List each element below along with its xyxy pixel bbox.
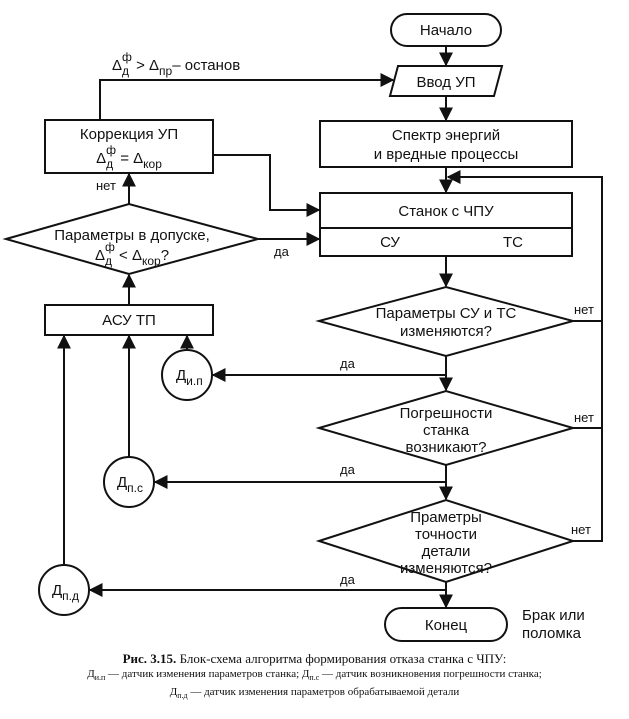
decision-params-label-2: изменяются?	[400, 323, 492, 340]
correction-label: Коррекция УП	[80, 126, 178, 143]
decision-tolerance-label-1: Параметры в допуске,	[54, 227, 210, 244]
edge-label-no-1: нет	[574, 302, 594, 317]
stop-condition-label: Δдф > Δпр– останов	[112, 50, 240, 78]
flow-no-loop-to-machine	[446, 170, 603, 321]
caption-d-ps: Дп.с	[301, 668, 320, 683]
decision-errors-label-1: Погрешности	[400, 405, 493, 422]
end-label: Конец	[425, 617, 468, 634]
caption-d-pd-text: — датчик изменения параметров обрабатыва…	[190, 686, 460, 699]
edge-label-yes-3: да	[340, 572, 356, 587]
caption-d-pd: Дп.д	[169, 686, 188, 701]
decision-errors-label-3: возникают?	[406, 439, 487, 456]
edge-label-no-3: нет	[571, 522, 591, 537]
caption-legend-line-1: Ди.п — датчик изменения параметров станк…	[0, 667, 629, 685]
flow-correction-to-input	[99, 73, 395, 120]
caption-legend-line-2: Дп.д — датчик изменения параметров обраб…	[0, 685, 629, 703]
reject-label-1: Брак или	[522, 607, 585, 624]
edge-label-yes-check: да	[274, 244, 290, 259]
sensor-param-change-label: Ди.п	[176, 367, 203, 388]
spectrum-label-2: и вредные процессы	[374, 146, 519, 163]
decision-accuracy-label-3: детали	[422, 543, 471, 560]
figure-caption: Рис. 3.15. Блок-схема алгоритма формиров…	[0, 650, 629, 703]
decision-accuracy-label-4: изменяются?	[400, 560, 492, 577]
decision-accuracy-label-2: точности	[415, 526, 477, 543]
decision-accuracy-label-1: Праметры	[410, 509, 482, 526]
spectrum-label-1: Спектр энергий	[392, 127, 500, 144]
caption-title: Блок-схема алгоритма формирования отказа…	[179, 651, 507, 666]
edge-label-no-check: нет	[96, 178, 116, 193]
caption-d-ps-text: — датчик возникновения погрешности станк…	[322, 668, 542, 680]
su-label: СУ	[380, 234, 400, 251]
reject-label-2: поломка	[522, 625, 582, 642]
ts-label: ТС	[503, 234, 523, 251]
flow-no-loop-right	[573, 320, 603, 542]
decision-params-label-1: Параметры СУ и ТС	[376, 305, 517, 322]
correction-block	[44, 119, 214, 174]
edge-label-no-2: нет	[574, 410, 594, 425]
caption-title-line: Рис. 3.15. Блок-схема алгоритма формиров…	[0, 650, 629, 667]
start-label: Начало	[420, 22, 472, 39]
sensor-machine-error-label: Дп.с	[117, 474, 143, 495]
edge-label-yes-1: да	[340, 356, 356, 371]
caption-d-ip: Ди.п	[87, 668, 106, 683]
sensor-part-param-label: Дп.д	[52, 582, 79, 603]
caption-d-ip-text: — датчик изменения параметров станка;	[108, 668, 300, 680]
asu-tp-label: АСУ ТП	[102, 312, 156, 329]
decision-errors-label-2: станка	[423, 422, 470, 439]
caption-fig-label: Рис. 3.15.	[122, 651, 177, 666]
edge-label-yes-2: да	[340, 462, 356, 477]
input-program-label: Ввод УП	[416, 74, 475, 91]
flow-correction-to-machine	[213, 154, 321, 217]
cnc-machine-label: Станок с ЧПУ	[398, 203, 494, 220]
